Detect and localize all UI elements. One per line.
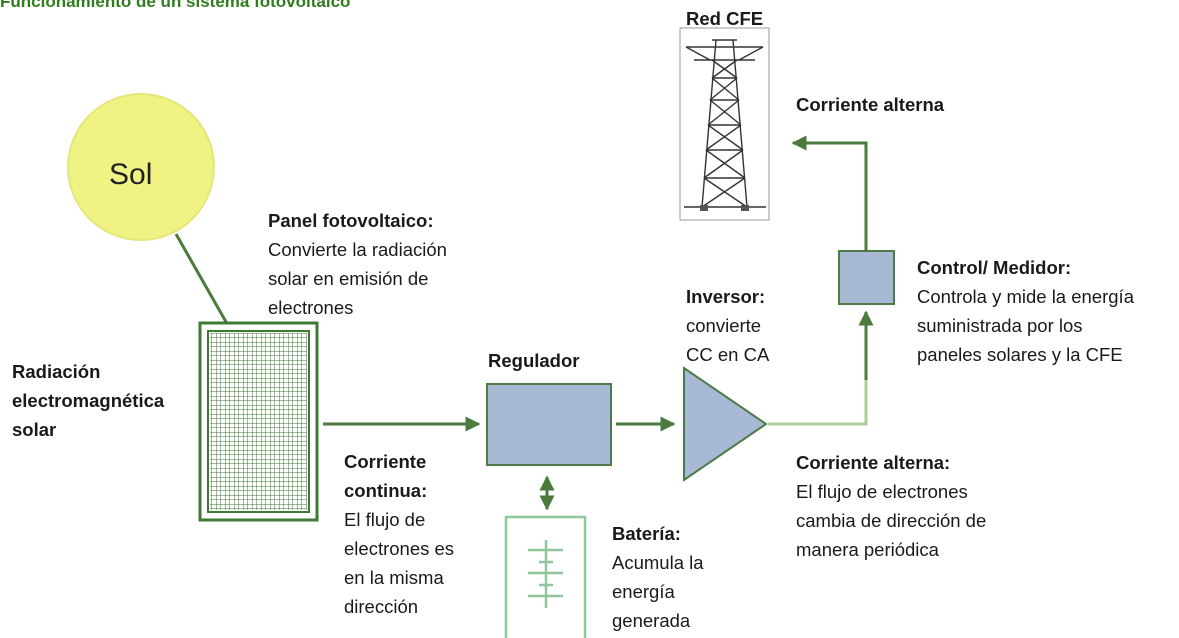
panel-line-2: solar en emisión de [268,268,429,289]
radiation-line-3: solar [12,419,57,440]
dc-line-4: dirección [344,596,419,617]
dc-line-2: electrones es [344,538,455,559]
grid-title: Red CFE [686,8,764,29]
panel-label: Panel fotovoltaico: Convierte la radiaci… [268,206,447,322]
meter-line-2: suministrada por los [917,315,1083,336]
solar-panel [198,321,319,522]
inverter-label: Inversor: convierte CC en CA [686,282,769,369]
ac-line-1: El flujo de electrones [796,481,968,502]
battery-line-1: Acumula la [612,552,704,573]
battery-title: Batería: [612,523,681,544]
panel-title: Panel fotovoltaico: [268,210,434,231]
dc-line-1: El flujo de [344,509,426,530]
dc-title-2: continua: [344,480,428,501]
battery-label: Batería: Acumula la energía generada [612,519,704,635]
meter-box [838,250,895,305]
ac-label: Corriente alterna: El flujo de electrone… [796,448,986,564]
panel-line-1: Convierte la radiación [268,239,447,260]
radiation-line-2: electromagnética [12,390,165,411]
sun-shape [67,93,215,241]
power-tower-icon [679,27,770,221]
dc-line-3: en la misma [344,567,444,588]
battery-line-2: energía [612,581,675,602]
regulator-title: Regulador [488,350,580,371]
ac-line-2: cambia de dirección de [796,510,987,531]
meter-line-3: paneles solares y la CFE [917,344,1123,365]
regulator-box [486,383,612,466]
meter-title: Control/ Medidor: [917,257,1072,278]
radiation-label: Radiación electromagnética solar [12,357,164,444]
dc-label: Corriente continua: El flujo de electron… [344,447,454,621]
inverter-title: Inversor: [686,286,766,307]
inverter-shape [683,366,768,482]
meter-grid-arrow [791,135,868,251]
inverter-line-1: convierte [686,315,762,336]
inverter-line-2: CC en CA [686,344,770,365]
battery-line-3: generada [612,610,691,631]
battery-icon [504,515,587,638]
grid-ac-label: Corriente alterna [796,94,945,115]
sun-label: Sol [109,158,153,191]
ac-title: Corriente alterna: [796,452,951,473]
page-title: Funcionamiento de un sistema fotovoltaic… [0,0,351,11]
dc-title-1: Corriente [344,451,427,472]
meter-label: Control/ Medidor: Controla y mide la ene… [917,253,1134,369]
radiation-line-1: Radiación [12,361,101,382]
meter-line-1: Controla y mide la energía [917,286,1134,307]
panel-line-3: electrones [268,297,354,318]
ac-line-3: manera periódica [796,539,939,560]
ac-line [768,320,868,426]
